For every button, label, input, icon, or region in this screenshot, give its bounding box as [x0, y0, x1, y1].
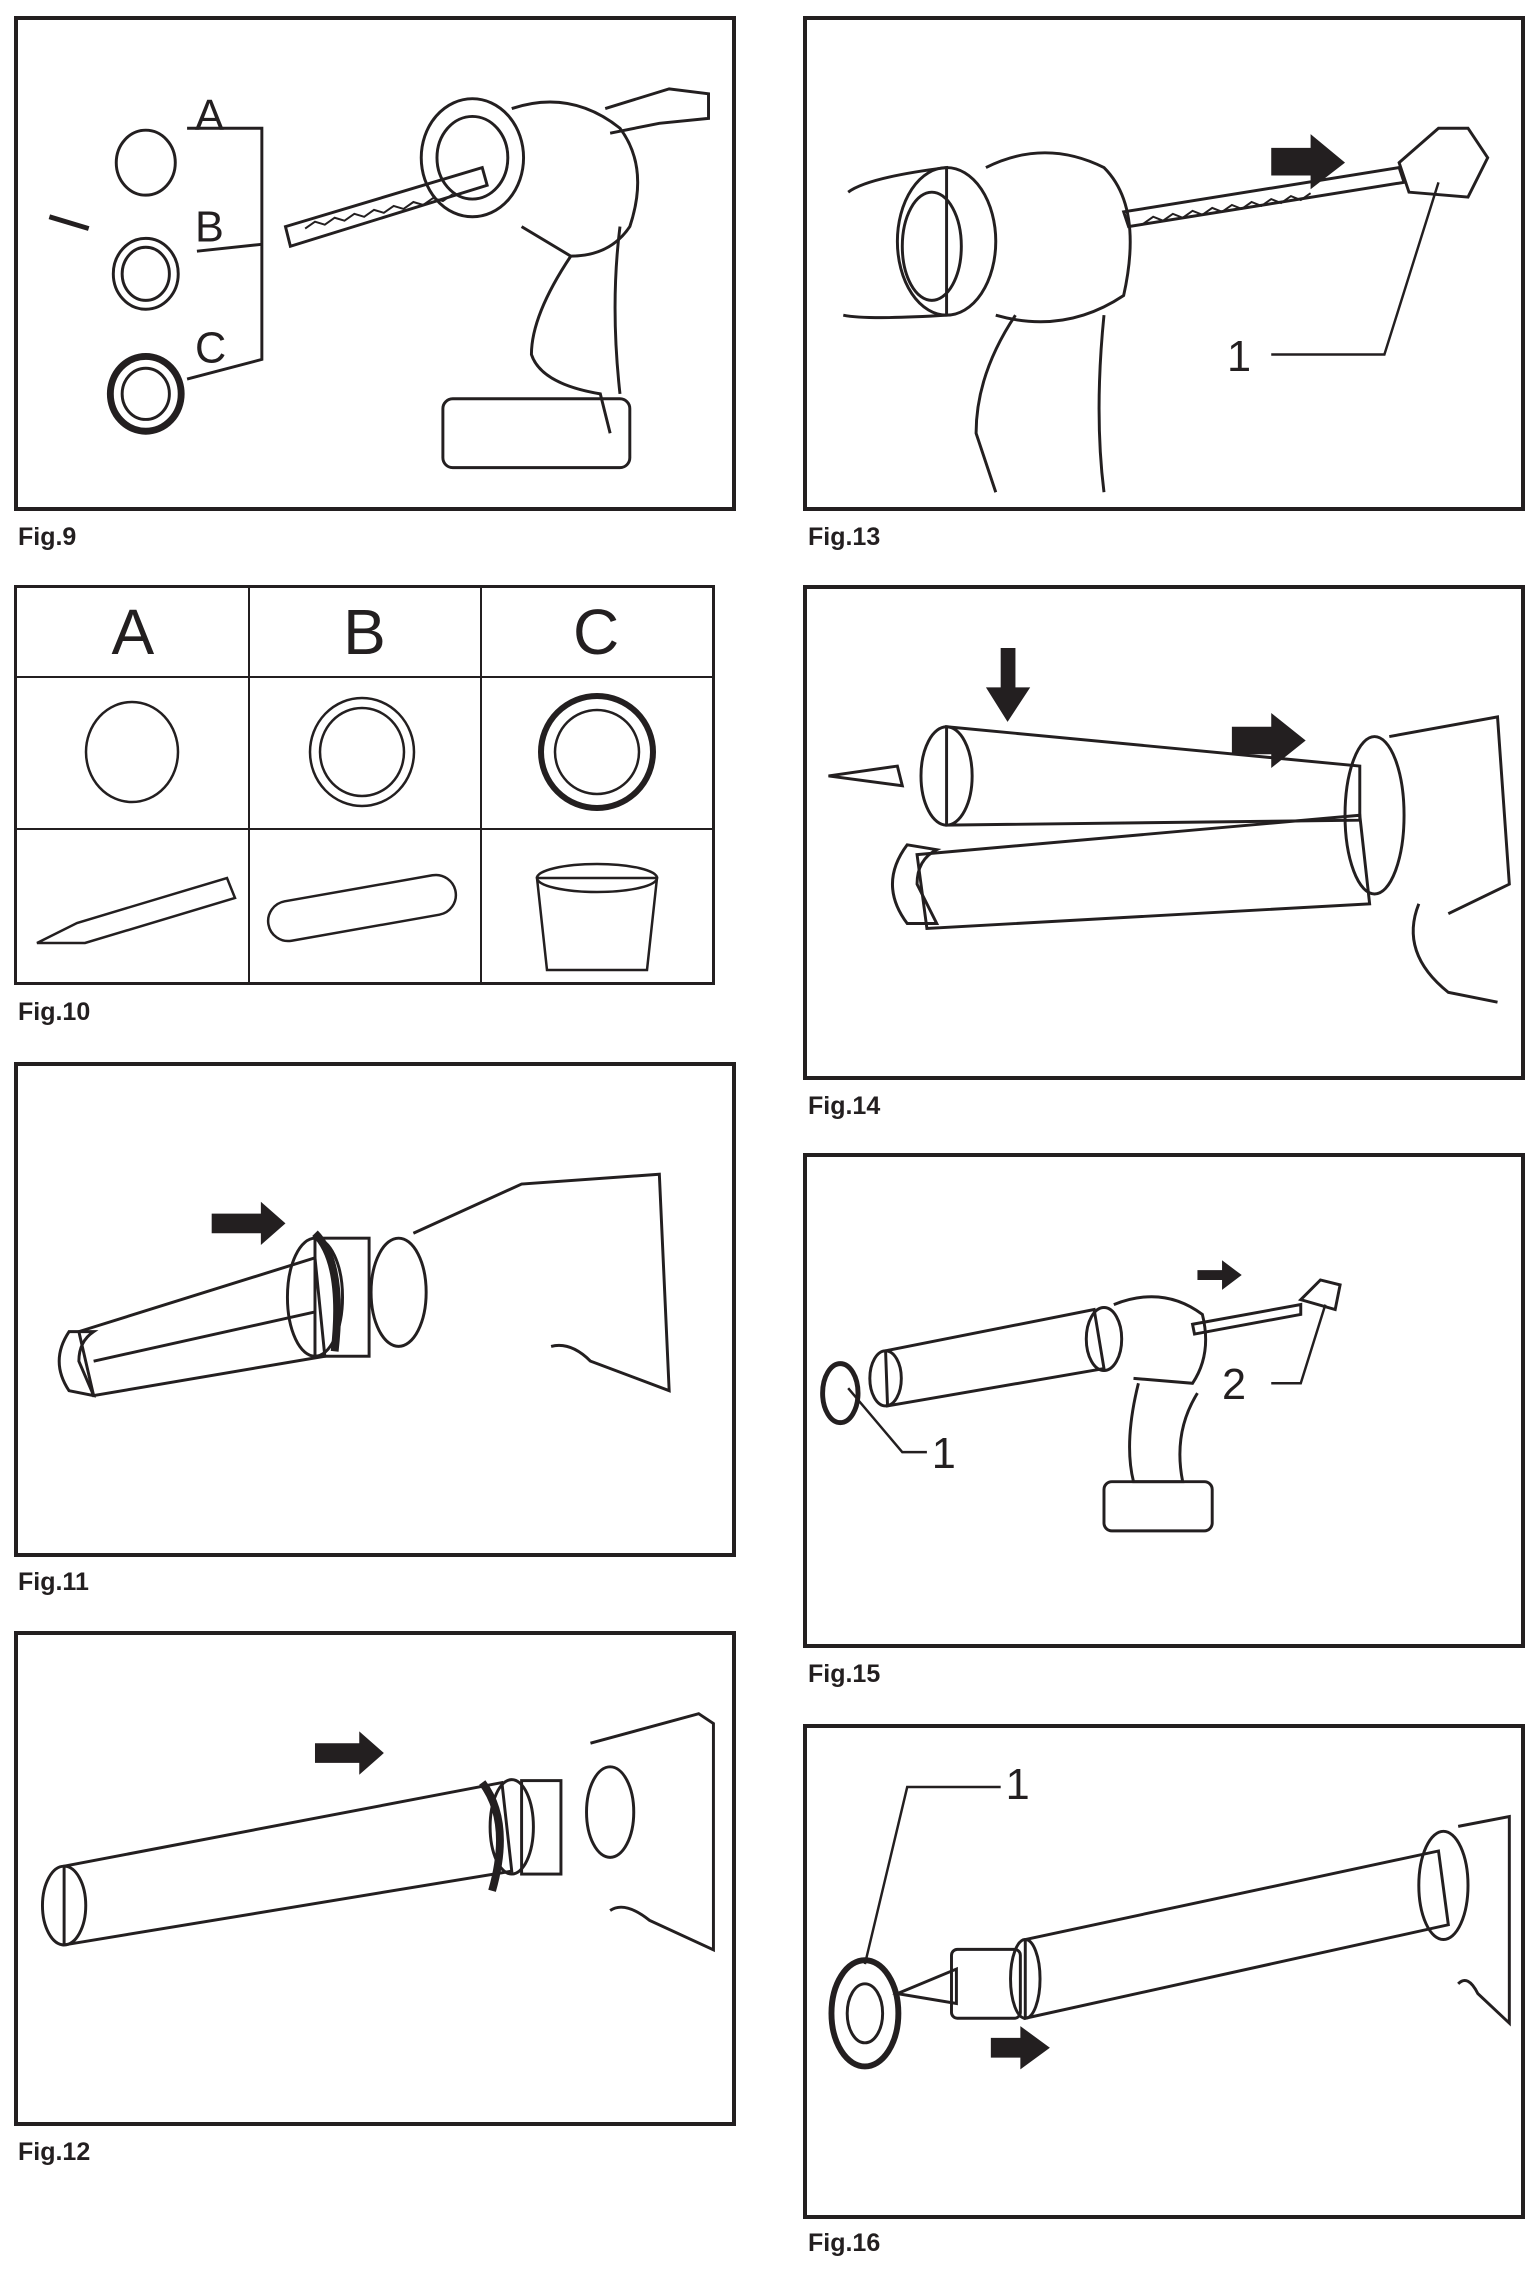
piston-disc-b: [111, 236, 180, 311]
bucket-icon: [535, 876, 659, 972]
column-a-header: A: [111, 596, 155, 668]
figure-12-panel: [14, 1631, 736, 2126]
figure-16-panel: 1: [803, 1724, 1525, 2219]
cartridge-icon: [36, 876, 237, 945]
sausage-pack-icon: [266, 873, 458, 943]
figure-13-panel: 1: [803, 16, 1525, 511]
piston-disc-a-icon: [84, 700, 180, 804]
figure-16-illustration: 1: [828, 1761, 1511, 2070]
figure-10-illustrations: [36, 693, 659, 972]
piston-ring-c-icon: [538, 693, 656, 811]
label-b: B: [195, 203, 224, 251]
label-a: A: [195, 92, 224, 140]
push-arrow: [211, 1201, 286, 1246]
label-c: C: [195, 324, 226, 372]
caption-fig16: Fig.16: [808, 2229, 881, 2257]
figure-13-illustration: 1: [842, 126, 1490, 493]
callout-1: 1: [932, 1430, 956, 1478]
push-arrow: [990, 2026, 1050, 2070]
slide-arrow: [1231, 712, 1306, 769]
piston-disc-b-icon: [308, 696, 416, 808]
callout-2: 2: [1222, 1361, 1246, 1409]
piston-disc-a: [114, 128, 177, 197]
push-arrow: [314, 1731, 384, 1775]
figure-11-panel: [14, 1062, 736, 1557]
pull-arrow: [1271, 134, 1346, 190]
caption-fig11: Fig.11: [18, 1568, 89, 1596]
column-c-header: C: [572, 596, 620, 668]
insert-arrow: [985, 648, 1031, 722]
figure-14-illustration: [828, 648, 1511, 1004]
caption-fig13: Fig.13: [808, 523, 881, 551]
callout-1: 1: [1227, 333, 1251, 381]
figure-15-panel: 1 2: [803, 1153, 1525, 1648]
figure-9-panel: A B C: [14, 16, 736, 511]
figure-12-illustration: [40, 1712, 715, 1953]
rotate-arrow: [312, 1230, 342, 1352]
caption-fig12: Fig.12: [18, 2138, 91, 2166]
caption-fig10: Fig.10: [18, 998, 91, 1026]
column-b-header: B: [343, 596, 386, 668]
figure-10-table: A B C: [14, 585, 715, 985]
caption-fig14: Fig.14: [808, 1092, 881, 1120]
figure-15-illustration: 1 2: [820, 1260, 1342, 1533]
callout-1: 1: [1006, 1761, 1030, 1809]
piston-ring-c: [106, 353, 185, 435]
pull-arrow: [1197, 1260, 1242, 1290]
caption-fig9: Fig.9: [18, 523, 77, 551]
caption-fig15: Fig.15: [808, 1660, 881, 1688]
rotate-arrow: [479, 1780, 504, 1892]
figure-11-illustration: [57, 1172, 671, 1398]
figure-9-illustration: A B C: [48, 87, 710, 470]
figure-14-panel: [803, 585, 1525, 1080]
